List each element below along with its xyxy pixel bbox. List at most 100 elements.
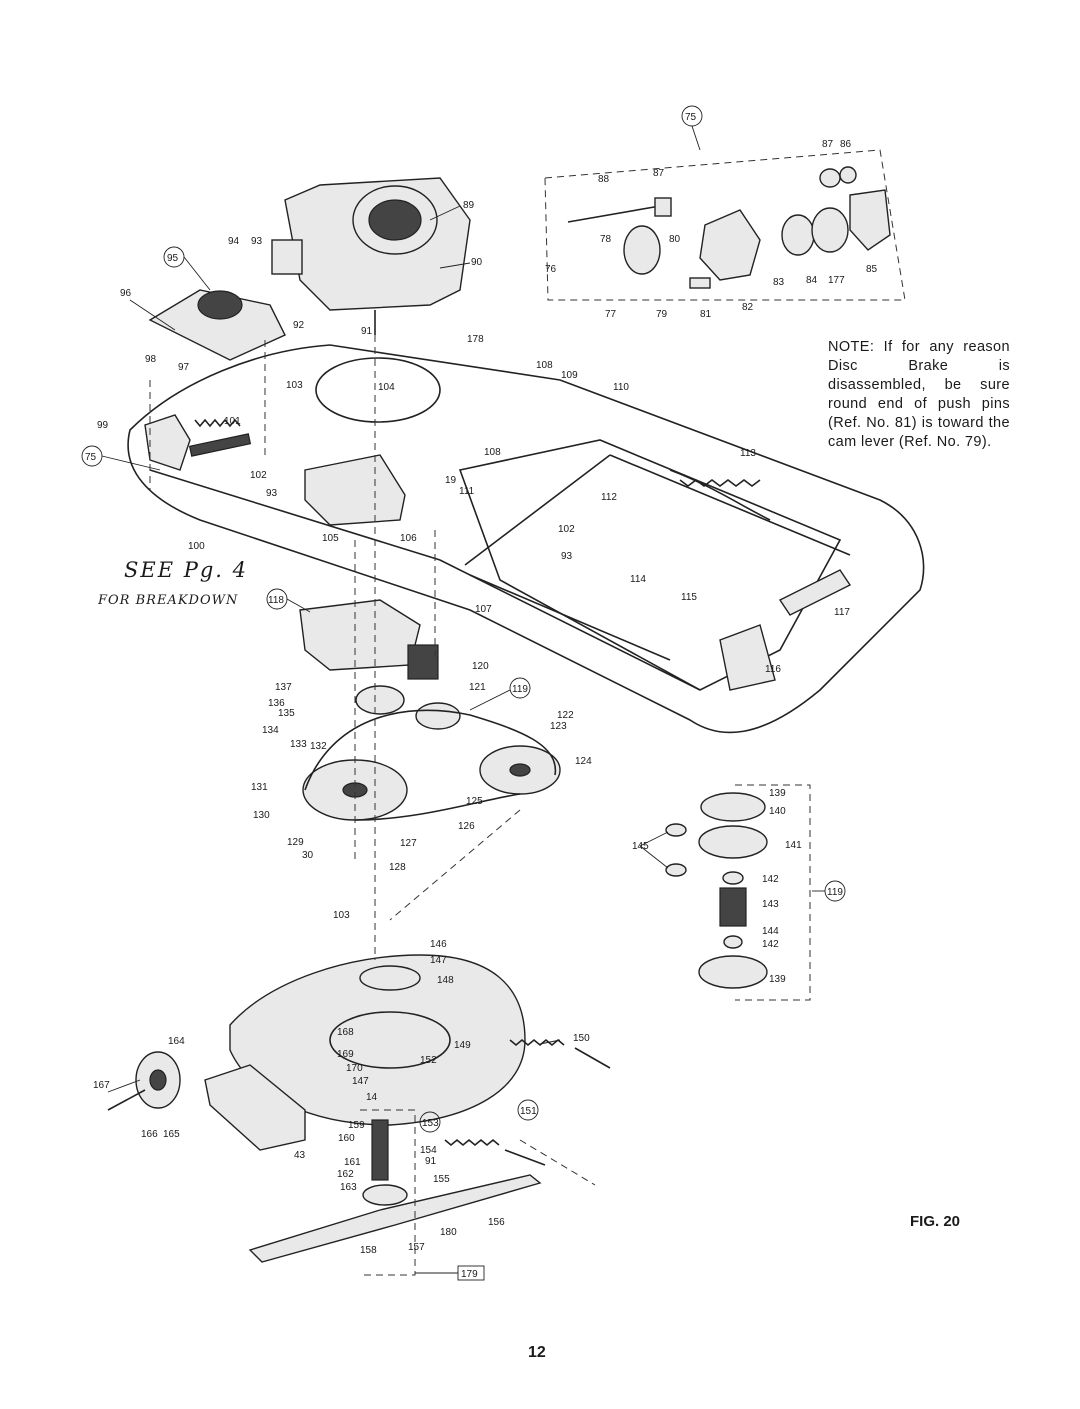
callout: 107 bbox=[475, 604, 492, 615]
callout: 161 bbox=[344, 1157, 361, 1168]
callout: 167 bbox=[93, 1080, 110, 1091]
callout: 30 bbox=[302, 850, 314, 861]
callout: 93 bbox=[561, 551, 573, 562]
callout: 128 bbox=[389, 862, 406, 873]
callout: 108 bbox=[484, 447, 501, 458]
callout: 81 bbox=[700, 309, 712, 320]
callout: 178 bbox=[467, 334, 484, 345]
callout: 146 bbox=[430, 939, 447, 950]
callout: 152 bbox=[420, 1055, 437, 1066]
callout: 100 bbox=[188, 541, 205, 552]
handwritten-see-page: SEE Pg. 4 bbox=[124, 558, 249, 582]
blade-spindle bbox=[248, 1109, 542, 1276]
pulley-bracket bbox=[304, 454, 406, 526]
callout: 136 bbox=[268, 698, 285, 709]
callout: 117 bbox=[834, 607, 850, 618]
callout: 113 bbox=[740, 448, 756, 459]
mower-housing bbox=[204, 954, 526, 1151]
callout: 149 bbox=[454, 1040, 471, 1051]
callout: 77 bbox=[605, 309, 617, 320]
callout: 93 bbox=[251, 236, 263, 247]
callout: 85 bbox=[866, 264, 878, 275]
springs bbox=[194, 418, 761, 1166]
callout: 89 bbox=[463, 200, 475, 211]
callout: 80 bbox=[669, 234, 681, 245]
callout: 157 bbox=[408, 1242, 425, 1253]
callout: 144 bbox=[762, 926, 779, 937]
callout: 88 bbox=[598, 174, 610, 185]
callout: 131 bbox=[251, 782, 268, 793]
callout: 101 bbox=[224, 416, 241, 427]
callout: 108 bbox=[536, 360, 553, 371]
callout: 150 bbox=[573, 1033, 590, 1044]
callout: 14 bbox=[366, 1092, 378, 1103]
callout: 147 bbox=[430, 955, 447, 966]
callout: 91 bbox=[425, 1156, 437, 1167]
callout-circled: 153 bbox=[422, 1118, 439, 1129]
callout: 163 bbox=[340, 1182, 357, 1193]
callout: 142 bbox=[762, 874, 779, 885]
callout: 166 bbox=[141, 1129, 158, 1140]
disc-brake-assembly bbox=[544, 149, 906, 301]
callout: 143 bbox=[762, 899, 779, 910]
engine-assembly bbox=[271, 177, 471, 335]
callout: 139 bbox=[769, 974, 786, 985]
callout: 168 bbox=[337, 1027, 354, 1038]
callout-circled: 119 bbox=[512, 684, 528, 695]
callout: 93 bbox=[266, 488, 278, 499]
alignment-lines bbox=[149, 335, 596, 1186]
leader-lines bbox=[101, 125, 825, 1093]
callout: 112 bbox=[601, 492, 617, 503]
callout: 147 bbox=[352, 1076, 369, 1087]
callout: 164 bbox=[168, 1036, 185, 1047]
callout: 78 bbox=[600, 234, 612, 245]
callout: 134 bbox=[262, 725, 279, 736]
callout: 111 bbox=[459, 486, 475, 497]
callout: 125 bbox=[466, 796, 483, 807]
callout: 103 bbox=[333, 910, 350, 921]
callout: 135 bbox=[278, 708, 295, 719]
callout: 159 bbox=[348, 1120, 365, 1131]
clutch-linkage bbox=[464, 454, 852, 691]
callout: 129 bbox=[287, 837, 304, 848]
callout-labels: 75 95 75 118 119 119 151 153 179 86 87 8… bbox=[81, 105, 878, 1281]
callout: 84 bbox=[806, 275, 818, 286]
callout: 43 bbox=[294, 1150, 306, 1161]
callout: 104 bbox=[378, 382, 395, 393]
figure-label: FIG. 20 bbox=[910, 1213, 961, 1230]
callout-boxed: 179 bbox=[461, 1269, 478, 1280]
callout: 123 bbox=[550, 721, 567, 732]
callout: 148 bbox=[437, 975, 454, 986]
callout: 158 bbox=[360, 1245, 377, 1256]
callout: 156 bbox=[488, 1217, 505, 1228]
callout: 94 bbox=[228, 236, 240, 247]
callout: 139 bbox=[769, 788, 786, 799]
callout: 133 bbox=[290, 739, 307, 750]
callout: 86 bbox=[840, 139, 852, 150]
callout: 177 bbox=[828, 275, 845, 286]
callout: 154 bbox=[420, 1145, 437, 1156]
callout: 83 bbox=[773, 277, 785, 288]
callout: 127 bbox=[400, 838, 417, 849]
callout: 160 bbox=[338, 1133, 355, 1144]
callout: 142 bbox=[762, 939, 779, 950]
handwritten-for-breakdown: FOR BREAKDOWN bbox=[98, 593, 239, 608]
callout: 110 bbox=[613, 382, 629, 393]
pulley-belt-system bbox=[302, 644, 561, 821]
page-number: 12 bbox=[528, 1344, 546, 1361]
disc-brake-note: NOTE: If for any reason Disc Brake is di… bbox=[828, 339, 1010, 450]
callout: 90 bbox=[471, 257, 483, 268]
callout: 109 bbox=[561, 370, 578, 381]
callout: 76 bbox=[545, 264, 557, 275]
callout: 162 bbox=[337, 1169, 354, 1180]
callout: 132 bbox=[310, 741, 327, 752]
belt-guard-bracket bbox=[144, 289, 286, 471]
callout: 130 bbox=[253, 810, 270, 821]
deck-frame bbox=[127, 344, 925, 734]
wheel-assembly bbox=[107, 1051, 181, 1111]
callout: 124 bbox=[575, 756, 592, 767]
callout: 87 bbox=[653, 168, 665, 179]
callout-circled: 118 bbox=[268, 595, 284, 606]
callout: 103 bbox=[286, 380, 303, 391]
callout: 19 bbox=[445, 475, 457, 486]
